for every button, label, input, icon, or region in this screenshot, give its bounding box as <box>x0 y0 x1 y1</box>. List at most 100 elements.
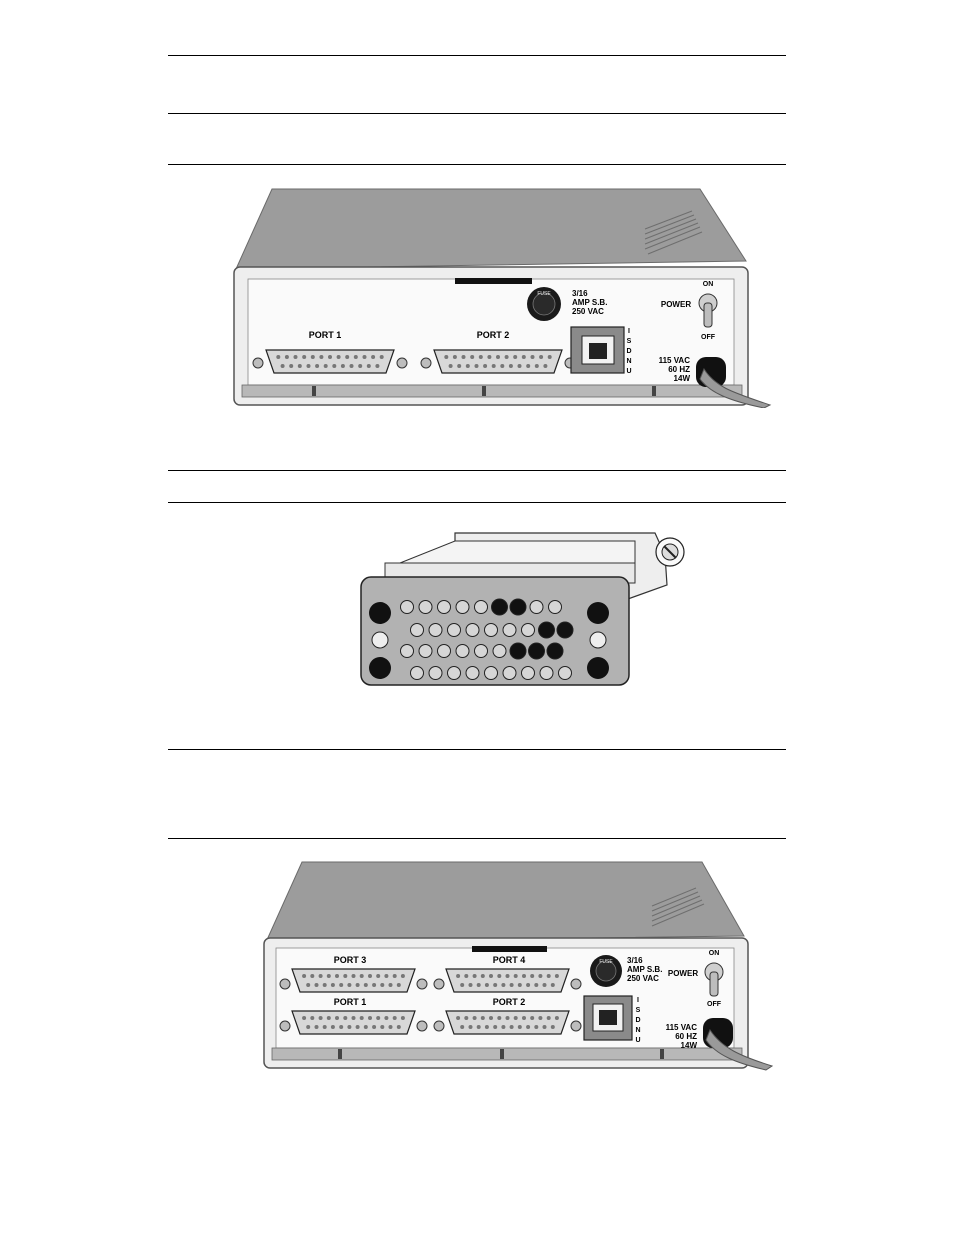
connector-pin <box>513 355 518 359</box>
connector-pin <box>517 983 522 987</box>
connector-adapter-illustration <box>360 532 685 686</box>
connector-pin <box>497 1016 502 1020</box>
connector-pin <box>539 355 544 359</box>
connector-pin <box>505 1016 510 1020</box>
rule-4 <box>168 470 786 471</box>
connector-pin <box>554 1016 559 1020</box>
connector-pin <box>550 1025 555 1029</box>
connector-pin <box>314 983 319 987</box>
adapter-pin-hole <box>492 644 507 658</box>
port-1-connector <box>252 349 408 374</box>
connector-pin <box>504 355 509 359</box>
connector-pin <box>351 1016 356 1020</box>
connector-pin <box>358 364 363 368</box>
connector-pin <box>530 355 535 359</box>
connector-pin <box>484 1025 489 1029</box>
connector-pin <box>542 1025 547 1029</box>
connector-pin <box>396 983 401 987</box>
adapter-pin-hole <box>529 600 544 614</box>
adapter-pin-hole <box>539 666 554 680</box>
connector-pin <box>289 364 294 368</box>
port-2-connector-4port <box>433 1010 582 1035</box>
connector-pin <box>302 355 307 359</box>
adapter-pin-hole <box>410 623 424 637</box>
connector-pin <box>368 1016 372 1020</box>
connector-pin <box>526 983 531 987</box>
connector-pin <box>314 1025 319 1029</box>
fuse-rating-line-2: AMP S.B. <box>572 298 607 307</box>
adapter-pin-hole <box>521 623 535 637</box>
connector-pin <box>330 983 335 987</box>
connector-pin <box>538 1016 543 1020</box>
connector-pin <box>335 1016 339 1020</box>
connector-pin <box>330 1025 335 1029</box>
connector-pin <box>505 974 510 978</box>
connector-pin <box>302 1016 307 1020</box>
adapter-pin-hole <box>546 642 564 660</box>
port-3-label: PORT 3 <box>334 955 367 965</box>
connector-pin <box>521 355 526 359</box>
connector-pin <box>372 983 377 987</box>
connector-pin <box>376 974 381 978</box>
port-4-label: PORT 4 <box>493 955 526 965</box>
connector-pin <box>366 364 371 368</box>
adapter-pin-hole <box>556 621 574 639</box>
power-rating-4port-line-1: 115 VAC <box>666 1023 698 1032</box>
power-rating-4port-line-3: 14W <box>681 1041 698 1050</box>
fuse-rating-4port-line-2: AMP S.B. <box>627 965 662 974</box>
power-rating-4port-line-2: 60 HZ <box>675 1032 697 1041</box>
connector-pin <box>489 1016 493 1020</box>
connector-pin <box>392 974 397 978</box>
connector-pin <box>480 974 485 978</box>
connector-pin <box>310 1016 315 1020</box>
connector-pin <box>380 983 385 987</box>
connector-pin <box>280 364 285 368</box>
connector-pin <box>509 1025 514 1029</box>
connector-pin <box>326 1016 331 1020</box>
adapter-pin-hole <box>437 600 451 614</box>
rule-2 <box>168 113 786 114</box>
connector-pin <box>284 355 289 359</box>
isdn-4port-letter-1: I <box>637 997 639 1004</box>
fuse-rating-line-3: 250 VAC <box>572 307 604 316</box>
connector-pin <box>487 355 492 359</box>
connector-pin <box>456 1016 461 1020</box>
adapter-pin-hole <box>465 623 480 637</box>
isdn-letter-1: I <box>628 328 630 335</box>
fuse-text: FUSE <box>537 291 551 297</box>
rule-7 <box>168 838 786 839</box>
connector-pin <box>501 1025 506 1029</box>
connector-pin <box>538 974 543 978</box>
adapter-pin-hole <box>437 644 451 658</box>
figure-two-port-rear-panel: PORT 1 PORT 2 FUSE 3/16 AMP S.B. 250 VAC <box>230 183 775 409</box>
connector-pin <box>347 983 352 987</box>
power-label: POWER <box>661 300 691 309</box>
adapter-pin-hole <box>538 621 555 639</box>
connector-pin <box>384 974 389 978</box>
fuse-holder: FUSE <box>527 287 561 321</box>
connector-pin <box>493 1025 498 1029</box>
connector-pin <box>322 983 327 987</box>
isdn-letter-3: D <box>626 348 631 355</box>
port-1-label-4port: PORT 1 <box>334 997 367 1007</box>
figure-connector-adapter <box>355 525 700 690</box>
port-1-connector-4port <box>279 1010 428 1035</box>
vent-slats-2 <box>651 887 705 927</box>
connector-pin <box>522 974 526 978</box>
connector-pin <box>461 355 466 359</box>
connector-pin <box>508 364 513 368</box>
connector-pin <box>476 1025 481 1029</box>
connector-pin <box>335 974 339 978</box>
adapter-pin-hole <box>455 644 470 658</box>
connector-pin <box>355 1025 360 1029</box>
connector-pin <box>315 364 320 368</box>
connector-pin <box>306 983 311 987</box>
connector-pin <box>478 355 483 359</box>
adapter-pin-hole <box>455 600 470 614</box>
connector-pin <box>460 983 465 987</box>
rule-5 <box>168 502 786 503</box>
connector-pin <box>318 1016 323 1020</box>
connector-pin <box>526 1025 531 1029</box>
connector-pin <box>465 364 470 368</box>
adapter-pin-hole <box>509 598 527 616</box>
